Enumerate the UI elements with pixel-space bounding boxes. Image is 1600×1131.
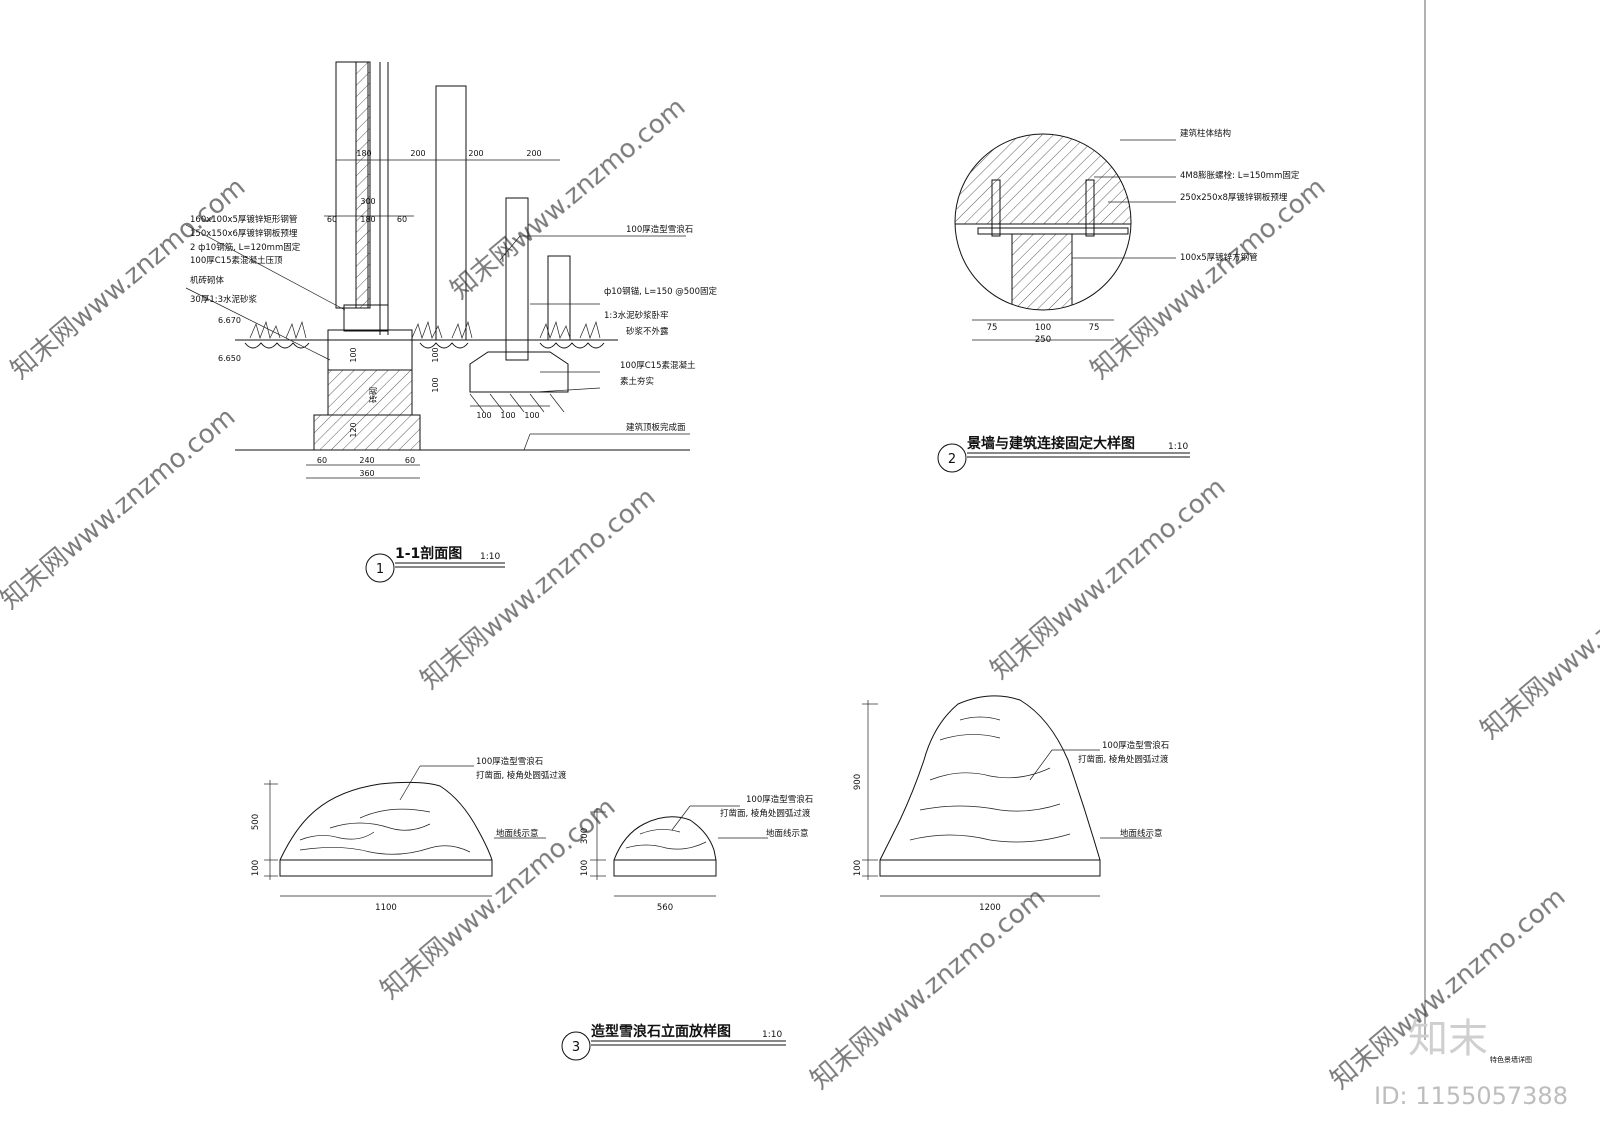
callout-label: 砂浆不外露 [626, 326, 669, 337]
dim-text: 200 [468, 149, 483, 158]
callout-label: 2 ф10钢筋, L=120mm固定 [190, 242, 301, 253]
dim-text: 100 [1035, 323, 1051, 333]
callout-label: 100x5厚镀锌方钢管 [1180, 252, 1258, 263]
callout-label: 建筑柱体结构 [1180, 128, 1231, 139]
dim-text: 240 [359, 456, 374, 465]
section-scale: 1:10 [762, 1030, 782, 1040]
callout-label: 机砖砌体 [190, 275, 225, 286]
dim-text: 560 [657, 903, 673, 913]
callout-label: 建筑顶板完成面 [626, 422, 686, 433]
section-1-drawing [235, 61, 690, 479]
ground-label: 地面线示意 [496, 828, 539, 839]
dim-text: 100 [431, 347, 440, 362]
section-number: 3 [572, 1040, 580, 1055]
section-title: 景墙与建筑连接固定大样图 [967, 435, 1135, 452]
elevation-text: 6.670 [218, 316, 241, 325]
watermark-text: 知末网www.znzmo.com [985, 472, 1231, 685]
dim-text: 120 [349, 422, 358, 437]
sheet-name: 特色景墙详图 [1490, 1055, 1532, 1064]
watermark-text: 知末网www.znzmo.com [1325, 882, 1571, 1095]
dim-text: 360 [359, 469, 374, 478]
dim-text: 300 [580, 828, 590, 844]
section-scale: 1:10 [480, 552, 500, 562]
dim-text: 100 [251, 860, 261, 876]
stone-label: 100厚造型雪浪石 [1102, 740, 1169, 751]
stone-label: 打凿面, 棱角处圆弧过渡 [720, 808, 811, 819]
stone-label: 100厚造型雪浪石 [746, 794, 813, 805]
dim-text: 75 [987, 323, 998, 333]
dim-text: 300 [360, 197, 375, 206]
watermark-text: 知末网www.znzmo.com [0, 402, 241, 615]
section-number: 1 [376, 562, 384, 577]
callout-label: ф10钢锚, L=150 @500固定 [604, 286, 717, 297]
section-3-title-block: 3 造型雪浪石立面放样图 1:10 [561, 1023, 786, 1061]
dim-text: 180 [356, 149, 371, 158]
ground-label: 地面线示意 [766, 828, 809, 839]
dim-text: 100 [476, 411, 491, 420]
section-3-labels: 100厚造型雪浪石 打凿面, 棱角处圆弧过渡 地面线示意 500 100 110… [251, 740, 1169, 913]
callout-label: 100厚造型雪浪石 [626, 224, 693, 235]
callout-label: 100厚C15素混凝土压顶 [190, 255, 283, 266]
elevation-text: 6.650 [218, 354, 241, 363]
dim-text: 250 [1035, 335, 1051, 345]
dim-text: 100 [349, 347, 358, 362]
callout-label: 4M8膨胀螺栓: L=150mm固定 [1180, 170, 1300, 181]
section-title: 1-1剖面图 [395, 545, 462, 562]
watermark-text: 知末网www.znzmo.com [415, 482, 661, 695]
stone-label: 打凿面, 棱角处圆弧过渡 [476, 770, 567, 781]
section-1-labels: 160x100x5厚镀锌矩形钢管 150x150x6厚镀锌钢板预埋 2 ф10钢… [185, 214, 717, 451]
callout-label: 30厚1:3水泥砂浆 [190, 294, 257, 305]
brand-block: 知末 特色景墙详图 ID: 1155057388 [1374, 1016, 1568, 1110]
callout-label: 150x150x6厚镀锌钢板预埋 [190, 228, 298, 239]
dim-text: 180 [360, 215, 375, 224]
dim-text: 500 [251, 814, 261, 830]
vertical-label: 砖砌 [368, 387, 378, 403]
section-number: 2 [948, 452, 956, 467]
callout-label: 素土夯实 [620, 376, 654, 387]
callout-label: 1:3水泥砂浆卧牢 [604, 310, 669, 321]
callout-label: 160x100x5厚镀锌矩形钢管 [190, 214, 297, 225]
id-badge: ID: 1155057388 [1374, 1082, 1568, 1110]
watermark-text: 知末网www.znzmo.com [445, 92, 691, 305]
callout-label: 100厚C15素混凝土 [620, 360, 696, 371]
section-2-title-block: 2 景墙与建筑连接固定大样图 1:10 [937, 435, 1190, 473]
dim-text: 60 [405, 456, 415, 465]
dim-text: 100 [524, 411, 539, 420]
section-title: 造型雪浪石立面放样图 [591, 1023, 731, 1040]
ground-label: 地面线示意 [1120, 828, 1163, 839]
section-1-dims: 180 200 200 200 300 60 180 60 60 240 60 … [218, 149, 542, 478]
watermark-text: 知末网www.znzmo.com [1475, 532, 1600, 745]
dim-text: 100 [853, 860, 863, 876]
dim-text: 200 [410, 149, 425, 158]
brand-logo: 知末 [1408, 1016, 1488, 1062]
dim-text: 60 [317, 456, 327, 465]
section-scale: 1:10 [1168, 442, 1188, 452]
watermark-text: 知末网www.znzmo.com [375, 792, 621, 1005]
section-3-drawing [264, 695, 1152, 897]
callout-label: 250x250x8厚镀锌钢板预埋 [1180, 192, 1288, 203]
section-2-labels: 建筑柱体结构 4M8膨胀螺栓: L=150mm固定 250x250x8厚镀锌钢板… [987, 128, 1300, 345]
stone-label: 100厚造型雪浪石 [476, 756, 543, 767]
dim-text: 1100 [375, 903, 397, 913]
watermark-text: 知末网www.znzmo.com [805, 882, 1051, 1095]
dim-text: 100 [500, 411, 515, 420]
section-1-title-block: 1 1-1剖面图 1:10 [365, 545, 505, 583]
dim-text: 900 [853, 774, 863, 790]
dim-text: 60 [327, 215, 337, 224]
dim-text: 75 [1089, 323, 1100, 333]
stone-label: 打凿面, 棱角处圆弧过渡 [1078, 754, 1169, 765]
dim-text: 100 [431, 377, 440, 392]
dim-text: 60 [397, 215, 407, 224]
section-2-drawing [954, 133, 1176, 341]
dim-text: 100 [580, 860, 590, 876]
dim-text: 200 [526, 149, 541, 158]
dim-text: 1200 [979, 903, 1001, 913]
